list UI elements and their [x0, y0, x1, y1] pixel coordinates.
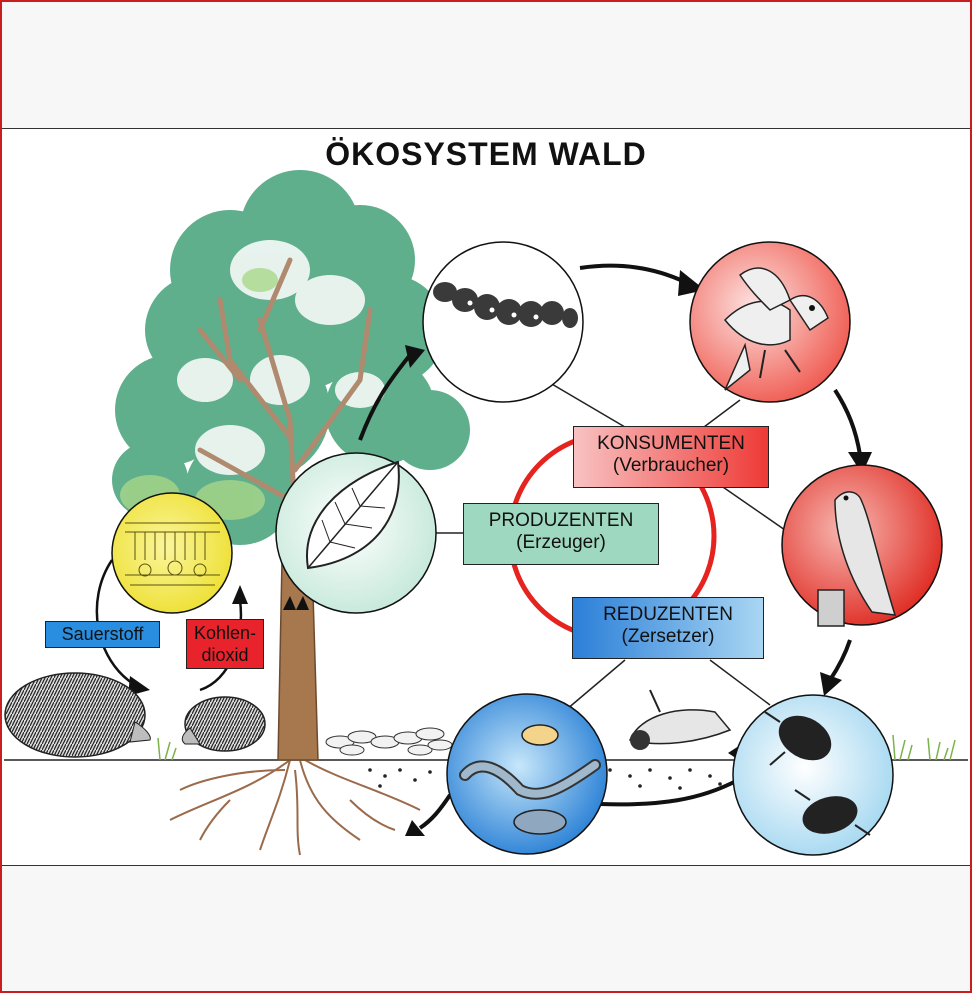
arrowhead-caterpillar	[405, 345, 425, 368]
connector-soil-red	[559, 659, 626, 716]
arrow-caterpillar-to-songbird	[579, 263, 686, 284]
songbird-icon	[689, 241, 851, 403]
beetles-icon	[732, 694, 894, 856]
leaf-icon	[275, 452, 437, 614]
kohlendioxid-line2: dioxid	[201, 645, 249, 665]
produzenten-title: PRODUZENTEN	[488, 510, 634, 531]
kohlendioxid-line1: Kohlen-	[193, 623, 257, 643]
connector-falcon-kons	[719, 484, 786, 531]
arrowhead-falcon	[848, 452, 872, 474]
connector-songbird-kons	[699, 399, 741, 431]
arrowhead-trunk-1	[283, 596, 296, 610]
soil-dots	[368, 768, 722, 790]
produzenten-label: PRODUZENTEN (Erzeuger)	[463, 503, 659, 565]
co2-arrowhead	[232, 585, 248, 604]
soil-animals-icon	[446, 693, 608, 855]
connector-beetles-red	[709, 659, 771, 706]
arrow-leaf-to-caterpillar	[358, 353, 412, 441]
falcon-icon	[781, 464, 943, 627]
diagram-title: ÖKOSYSTEM WALD	[325, 136, 647, 172]
arrow-songbird-to-falcon	[833, 388, 862, 456]
arrowhead-roots	[405, 820, 425, 836]
caterpillar-icon	[422, 241, 584, 403]
leaf-cells-icon	[111, 492, 233, 614]
hedgehog-icon	[4, 672, 266, 758]
konsumenten-title: KONSUMENTEN	[597, 433, 745, 454]
sauerstoff-label: Sauerstoff	[45, 621, 160, 648]
fallen-leaves	[325, 727, 453, 756]
kohlendioxid-label: Kohlen- dioxid	[186, 619, 264, 669]
connector-caterpillar-kons	[544, 379, 631, 431]
produzenten-subtitle: (Erzeuger)	[516, 532, 606, 553]
dead-bird-icon	[628, 689, 732, 750]
arrowhead-beetles	[820, 672, 842, 696]
grass	[157, 734, 956, 761]
konsumenten-subtitle: (Verbraucher)	[612, 455, 730, 476]
reduzenten-title: REDUZENTEN	[603, 604, 733, 625]
reduzenten-label: REDUZENTEN (Zersetzer)	[572, 597, 764, 659]
konsumenten-label: KONSUMENTEN (Verbraucher)	[573, 426, 769, 488]
reduzenten-subtitle: (Zersetzer)	[621, 626, 715, 647]
arrow-soil-to-roots	[418, 793, 452, 830]
arrowhead-trunk-2	[296, 596, 309, 610]
arrow-beetles-to-soil	[599, 778, 739, 807]
arrow-falcon-to-beetles	[828, 639, 852, 682]
